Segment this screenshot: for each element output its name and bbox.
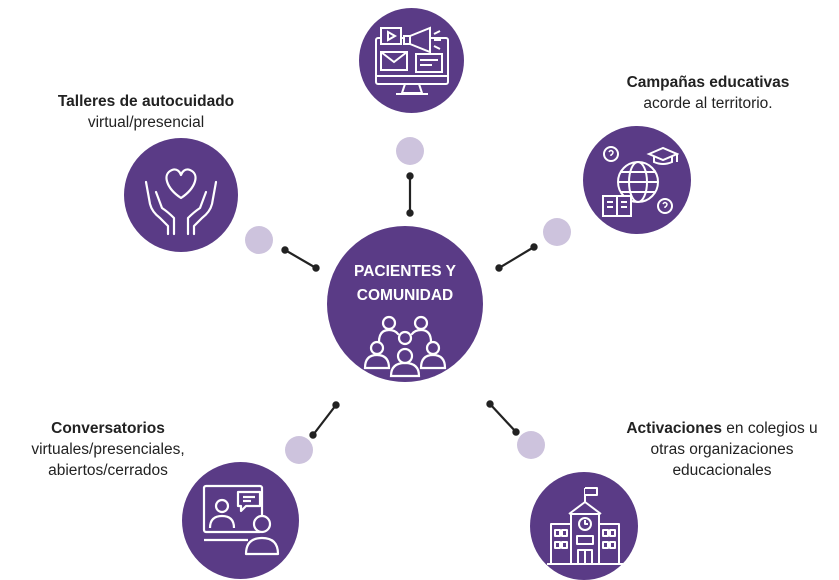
activaciones-title: Activaciones	[626, 420, 722, 437]
video-chat-icon	[202, 484, 280, 556]
center-title-line2: COMUNIDAD	[356, 287, 454, 304]
dot-conversatorios	[285, 436, 313, 464]
activaciones-title-rest: en colegios u	[721, 420, 818, 437]
talleres-subtitle: virtual/presencial	[87, 114, 205, 131]
activaciones-line3: educacionales	[672, 462, 772, 479]
school-building-icon	[547, 487, 623, 565]
people-group-icon	[363, 315, 447, 378]
talleres-title: Talleres de autocuidado	[57, 93, 235, 110]
dot-talleres	[245, 226, 273, 254]
connector-campanas	[498, 246, 535, 269]
activaciones-line2: otras organizaciones	[650, 441, 794, 458]
dot-activaciones	[517, 431, 545, 459]
campanas-title: Campañas educativas	[626, 74, 790, 91]
campanas-circle	[583, 126, 691, 234]
campanas-subtitle: acorde al territorio.	[643, 95, 773, 112]
conversatorios-title: Conversatorios	[51, 420, 165, 437]
dot-top	[396, 137, 424, 165]
talleres-circle	[124, 138, 238, 252]
globe-education-icon	[602, 146, 679, 217]
connector-talleres	[284, 249, 317, 269]
hands-heart-icon	[144, 168, 218, 236]
dot-campanas	[543, 218, 571, 246]
center-title: PACIENTES Y COMUNIDAD	[330, 260, 480, 308]
campanas-label: Campañas educativas acorde al territorio…	[600, 72, 816, 114]
conversatorios-circle	[182, 462, 299, 579]
connector-conversatorios	[312, 404, 337, 436]
conversatorios-line2: virtuales/presenciales,	[31, 441, 185, 458]
center-title-line1: PACIENTES Y	[354, 263, 456, 280]
connector-activaciones	[489, 403, 517, 433]
center-circle	[327, 226, 483, 382]
talleres-label: Talleres de autocuidado virtual/presenci…	[40, 91, 252, 133]
conversatorios-line3: abiertos/cerrados	[48, 462, 168, 479]
activaciones-label: Activaciones en colegios u otras organiz…	[606, 418, 838, 481]
media-campaign-icon	[375, 26, 449, 95]
conversatorios-label: Conversatorios virtuales/presenciales, a…	[4, 418, 212, 481]
